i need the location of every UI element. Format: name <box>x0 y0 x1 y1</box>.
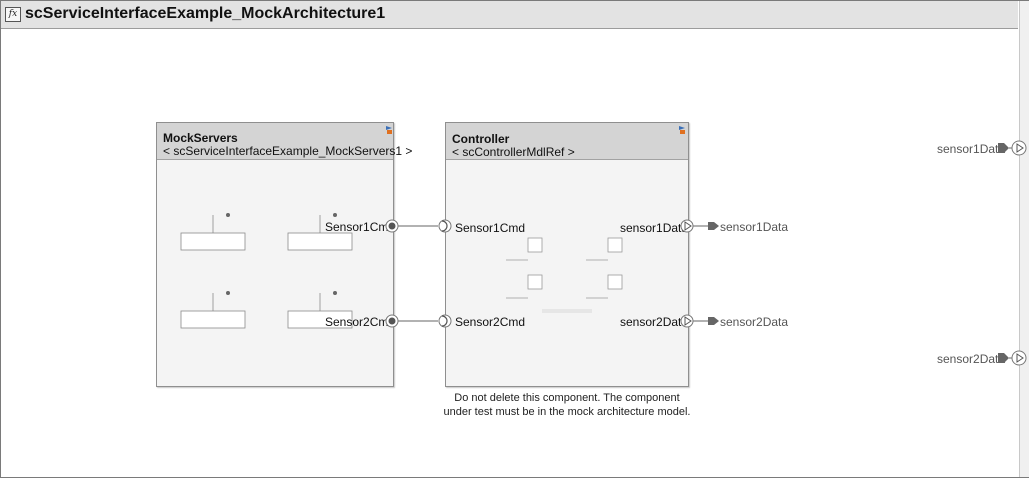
root-port-label-sensor1data: sensor1Data <box>937 142 1006 156</box>
mockservers-reference: < scServiceInterfaceExample_MockServers1… <box>163 144 413 158</box>
controller-port-label-sensor1data: sensor1Data <box>620 221 689 235</box>
vertical-scrollbar[interactable] <box>1019 1 1029 477</box>
fx-icon: fx <box>5 7 21 22</box>
note-line-2: under test must be in the mock architect… <box>443 406 691 418</box>
controller-name: Controller <box>452 132 510 146</box>
controller-preview <box>506 237 623 313</box>
connection-label-sensor2data: sensor2Data <box>720 315 789 329</box>
annotation-note: Do not delete this component. The compon… <box>431 391 703 419</box>
mockservers-port-label-sensor1cmd: Sensor1Cmd <box>325 220 396 234</box>
mockservers-component[interactable]: MockServers < scServiceInterfaceExample_… <box>156 122 412 387</box>
controller-port-label-sensor2cmd: Sensor2Cmd <box>455 315 526 329</box>
model-title: scServiceInterfaceExample_MockArchitectu… <box>25 5 386 22</box>
title-bar: fx scServiceInterfaceExample_MockArchite… <box>1 1 1018 29</box>
root-port-label-sensor2data: sensor2Data <box>937 352 1006 366</box>
mockservers-header: MockServers < scServiceInterfaceExample_… <box>157 123 412 160</box>
reference-badge-icon <box>386 126 392 134</box>
mockservers-name: MockServers <box>163 131 238 145</box>
mockservers-preview <box>180 213 353 329</box>
connection-label-sensor1data: sensor1Data <box>720 220 789 234</box>
controller-component[interactable]: Controller < scControllerMdlRef > Sensor… <box>445 122 689 387</box>
controller-port-label-sensor1cmd: Sensor1Cmd <box>455 221 526 235</box>
mockservers-port-label-sensor2cmd: Sensor2Cmd <box>325 315 396 329</box>
controller-header: Controller < scControllerMdlRef > <box>446 123 688 160</box>
controller-reference: < scControllerMdlRef > <box>452 145 575 159</box>
note-line-1: Do not delete this component. The compon… <box>454 392 680 404</box>
reference-badge-icon <box>679 126 685 134</box>
controller-port-label-sensor2data: sensor2Data <box>620 315 689 329</box>
